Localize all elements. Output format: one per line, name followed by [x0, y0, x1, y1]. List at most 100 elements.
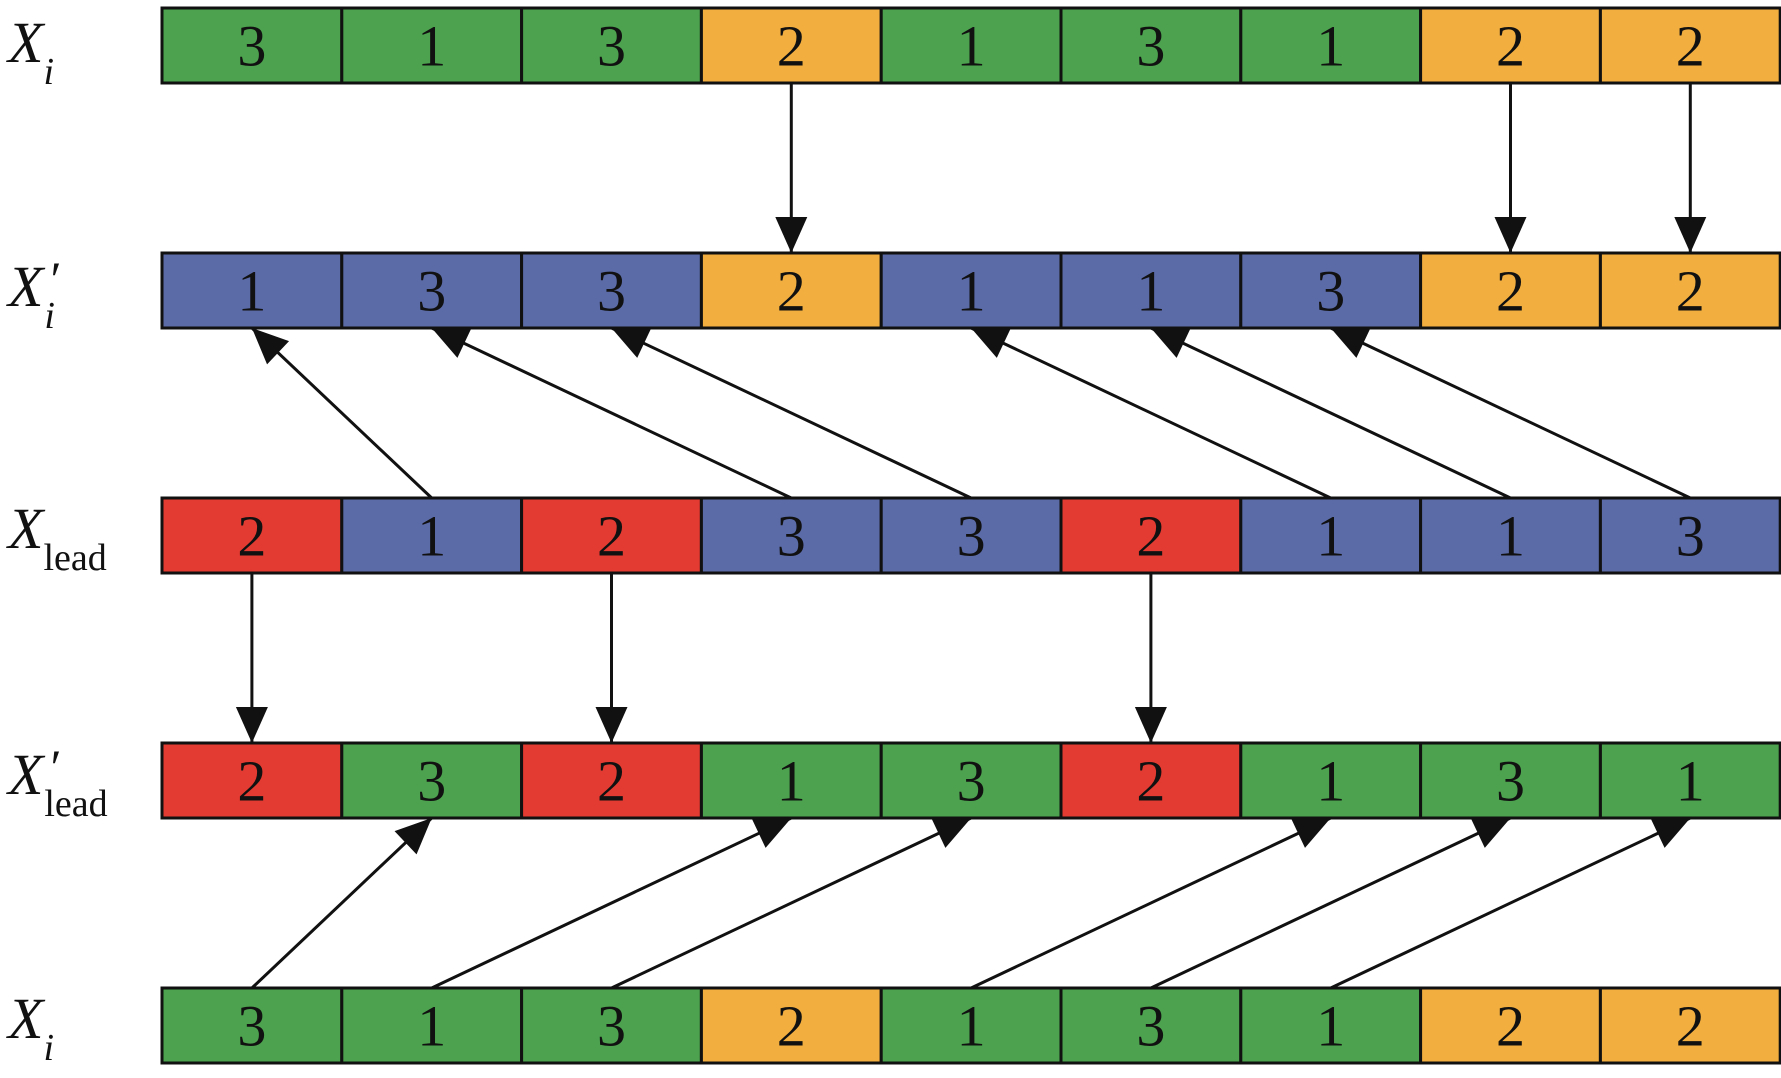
mapping-arrow	[970, 326, 1332, 500]
gene-value: 1	[1316, 749, 1345, 814]
gene-value: 1	[1316, 504, 1345, 569]
row-label-prime: ′	[47, 251, 59, 307]
gene-cell-box	[160, 496, 344, 575]
gene-cell: 1	[1239, 6, 1423, 85]
gene-value: 1	[777, 749, 806, 814]
gene-value: 2	[1136, 504, 1165, 569]
gene-cell-box	[879, 496, 1063, 575]
arrowhead	[971, 328, 1011, 358]
gene-cell: 2	[1059, 741, 1243, 820]
gene-cell: 1	[879, 6, 1063, 85]
gene-cell: 2	[1419, 986, 1602, 1065]
gene-cell-box	[699, 986, 883, 1065]
gene-cell: 2	[1598, 251, 1781, 330]
mapping-arrow	[610, 326, 972, 500]
gene-value: 3	[1676, 504, 1705, 569]
gene-value: 2	[1676, 14, 1705, 79]
gene-cell: 1	[1419, 496, 1602, 575]
arrowhead	[1134, 707, 1167, 743]
row-label: Xi	[8, 14, 54, 92]
gene-cell-box	[160, 741, 344, 820]
gene-value: 1	[417, 14, 446, 79]
gene-value: 1	[417, 504, 446, 569]
gene-cell: 1	[1059, 251, 1243, 330]
row-label: X′i	[8, 254, 58, 335]
gene-cell: 3	[520, 251, 703, 330]
mapping-arrow	[610, 816, 972, 990]
gene-value: 3	[1316, 259, 1345, 324]
gene-cell-box	[340, 741, 524, 820]
mapping-arrow	[970, 816, 1332, 990]
gene-value: 3	[417, 749, 446, 814]
gene-cell-box	[1598, 251, 1781, 330]
arrowhead	[931, 818, 972, 848]
gene-value: 1	[1316, 994, 1345, 1059]
gene-cell-box	[699, 6, 883, 85]
mapping-arrow	[250, 326, 433, 500]
gene-cell: 3	[1239, 251, 1423, 330]
arrowhead	[595, 707, 628, 743]
gene-value: 3	[597, 14, 626, 79]
gene-value: 3	[1136, 994, 1165, 1059]
gene-cell: 2	[520, 496, 703, 575]
gene-cell: 3	[520, 6, 703, 85]
gene-value: 1	[1676, 749, 1705, 814]
gene-cell-box	[879, 251, 1063, 330]
gene-cell-box	[1239, 496, 1423, 575]
gene-cell-box	[699, 496, 883, 575]
gene-value: 3	[777, 504, 806, 569]
gene-cell-box	[1239, 251, 1423, 330]
gene-cell-box	[520, 496, 703, 575]
gene-cell-box	[1239, 741, 1423, 820]
gene-cell-box	[1059, 251, 1243, 330]
arrows-layer	[235, 83, 1707, 990]
gene-cell-box	[1419, 986, 1602, 1065]
gene-cell-box	[340, 251, 524, 330]
gene-cell: 3	[340, 741, 524, 820]
gene-value: 3	[597, 994, 626, 1059]
row-label-subscript: i	[44, 295, 55, 337]
gene-cell: 1	[1598, 741, 1781, 820]
row-label: X′lead	[8, 742, 108, 823]
gene-cell: 1	[879, 251, 1063, 330]
gene-cell-box	[340, 496, 524, 575]
gene-value: 3	[957, 749, 986, 814]
arrowhead	[394, 818, 432, 855]
gene-cell: 1	[1239, 496, 1423, 575]
gene-cell-box	[1419, 251, 1602, 330]
gene-value: 2	[1496, 994, 1525, 1059]
gene-cell: 3	[520, 986, 703, 1065]
gene-cell-box	[520, 251, 703, 330]
gene-cell-box	[699, 741, 883, 820]
gene-value: 1	[1136, 259, 1165, 324]
gene-cell-box	[1059, 6, 1243, 85]
gene-cell: 3	[1059, 6, 1243, 85]
gene-value: 2	[1676, 994, 1705, 1059]
row-label: Xi	[8, 990, 54, 1068]
gene-cell-box	[1419, 741, 1602, 820]
gene-cell-box	[1598, 986, 1781, 1065]
gene-value: 3	[957, 504, 986, 569]
gene-value: 2	[777, 259, 806, 324]
gene-value: 3	[237, 14, 266, 79]
gene-cell: 3	[879, 741, 1063, 820]
gene-cell: 2	[520, 741, 703, 820]
arrowhead	[1330, 328, 1371, 358]
gene-cell: 2	[1598, 986, 1781, 1065]
mapping-arrow	[431, 326, 792, 500]
gene-cell-box	[1598, 741, 1781, 820]
arrowhead	[1650, 818, 1691, 848]
mapping-arrow	[1330, 816, 1691, 990]
gene-cell-box	[1059, 986, 1243, 1065]
row-label-subscript: i	[43, 51, 54, 93]
gene-cell: 1	[699, 741, 883, 820]
mapping-arrow	[1330, 326, 1691, 500]
gene-cell: 2	[160, 741, 344, 820]
gene-cell: 1	[879, 986, 1063, 1065]
gene-value: 2	[597, 749, 626, 814]
